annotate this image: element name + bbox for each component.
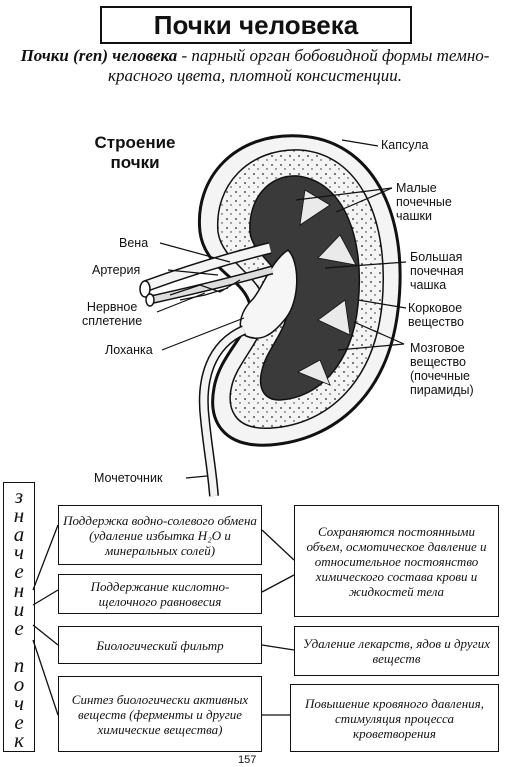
title-box: Почки человека: [100, 6, 412, 44]
label-major-calyx-line3: чашка: [410, 278, 447, 292]
label-nerve-plexus: Нервное сплетение: [82, 300, 142, 328]
label-major-calyx-line1: Большая: [410, 250, 463, 264]
side-label-letter: и: [13, 596, 25, 621]
pyramid-3: [317, 299, 351, 336]
side-label-letter: ч: [13, 540, 25, 565]
effect-box-3: Повышение кровяного давления, стимуляция…: [290, 684, 499, 752]
function-box-1: Поддержка водно-солевого обмена (удалени…: [58, 505, 262, 565]
side-label-letter: а: [13, 521, 25, 546]
function-box-3: Биологический фильтр: [58, 626, 262, 664]
side-label-letter: к: [14, 728, 24, 753]
structure-title-line1: Строение: [94, 133, 176, 152]
side-label-letter: з: [14, 484, 24, 508]
page-title: Почки человека: [153, 9, 359, 40]
function-box-2: Поддержание кислотно-щелочного равновеси…: [58, 574, 262, 614]
side-label-letter: е: [14, 615, 24, 640]
label-nerve-plexus-line1: Нервное: [86, 300, 138, 314]
function-box-4: Синтез биологически активных веществ (фе…: [58, 676, 262, 752]
label-minor-calyces-line3: чашки: [396, 209, 432, 223]
pyramid-2: [317, 234, 357, 266]
label-major-calyx-line2: почечная: [410, 264, 464, 278]
label-minor-calyces: Малые почечные чашки: [396, 181, 452, 223]
nerve-plexus: [169, 279, 241, 301]
side-label-letter: е: [14, 709, 24, 734]
side-label-letter: о: [13, 671, 25, 696]
label-ureter: Мочеточник: [94, 471, 163, 485]
kidney-medulla: [249, 175, 361, 401]
intro-rest: - парный орган бобовидной формы темно-кр…: [108, 46, 490, 85]
effect-box-2: Удаление лекарств, ядов и других веществ: [294, 626, 499, 676]
label-cortex-line1: Корковое: [408, 301, 463, 315]
side-label-letter: н: [13, 502, 25, 527]
side-label-letter: ч: [13, 690, 25, 715]
page-number: 157: [238, 754, 257, 766]
label-pelvis: Лоханка: [105, 343, 153, 357]
label-vein: Вена: [119, 236, 149, 250]
intro-term: Почки (ren) человека: [20, 46, 178, 65]
structure-title: Строение почки: [80, 133, 190, 173]
label-medulla: Мозговое вещество (почечные пирамиды): [410, 341, 474, 397]
label-medulla-line4: пирамиды): [410, 383, 474, 397]
label-medulla-line2: вещество: [410, 355, 466, 369]
label-major-calyx: Большая почечная чашка: [410, 250, 464, 292]
side-label-letter: н: [13, 577, 25, 602]
structure-title-line2: почки: [110, 153, 160, 172]
label-nerve-plexus-line2: сплетение: [82, 314, 143, 328]
label-cortex: Корковое вещество: [408, 301, 464, 329]
side-label-letter: е: [14, 559, 24, 584]
label-medulla-line1: Мозговое: [410, 341, 465, 355]
label-artery: Артерия: [92, 263, 141, 277]
label-medulla-line3: (почечные: [410, 369, 471, 383]
label-cortex-line2: вещество: [408, 315, 464, 329]
label-minor-calyces-line1: Малые: [396, 181, 437, 195]
renal-pelvis: [239, 249, 298, 339]
pyramid-4: [297, 359, 331, 386]
label-minor-calyces-line2: почечные: [396, 195, 452, 209]
label-capsule: Капсула: [381, 138, 429, 152]
intro-text: Почки (ren) человека - парный орган бобо…: [8, 46, 502, 86]
effect-box-1: Сохраняются постоянными объем, осмотичес…: [294, 505, 499, 617]
side-label-letter: п: [13, 653, 25, 678]
